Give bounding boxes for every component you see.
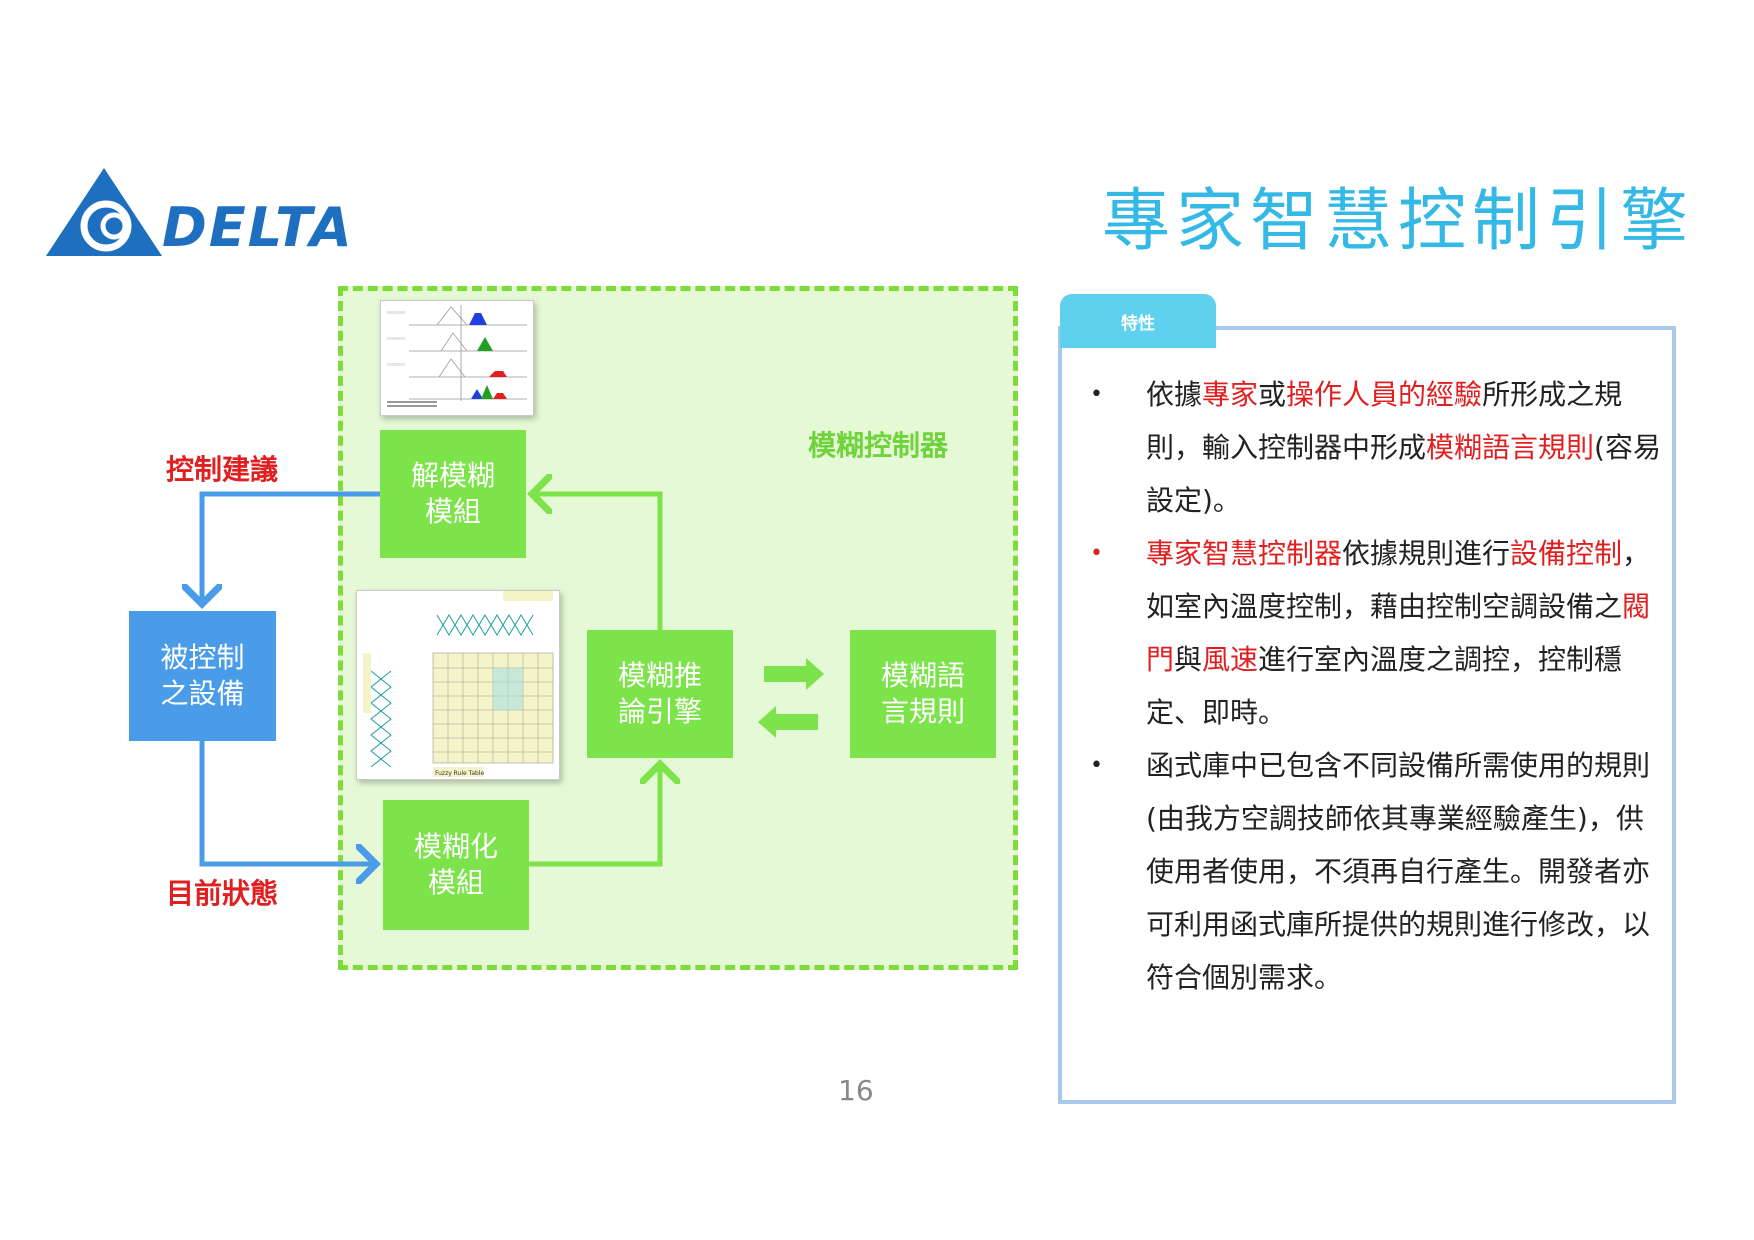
plant-line2: 之設備 (160, 677, 245, 710)
current-state-label: 目前狀態 (166, 877, 279, 910)
rule-table-caption: Fuzzy Rule Table (435, 770, 484, 777)
highlight-text: 專家智慧控制器 (1146, 537, 1343, 570)
delta-logo (44, 166, 344, 256)
body-text: 與 (1174, 643, 1203, 676)
highlight-text: 風速 (1202, 643, 1259, 676)
rules-line1: 模糊語 (880, 659, 965, 692)
highlight-text: 模糊語言規則 (1426, 431, 1595, 464)
logo-text: DELTA (162, 196, 354, 259)
characteristics-panel (1058, 326, 1676, 1104)
rules-line2: 言規則 (880, 695, 965, 728)
characteristic-item: • 函式庫中已包含不同設備所需使用的規則(由我方空調技師依其專業經驗產生)，供使用… (1082, 739, 1662, 1004)
control-advice-label: 控制建議 (166, 453, 279, 486)
defuzz-line1: 解模糊 (410, 459, 495, 492)
highlight-text: 設備控制 (1510, 537, 1623, 570)
highlight-text: 閥門 (1146, 590, 1651, 676)
body-text: 所形成之規則，輸入控制器中形成 (1146, 378, 1623, 464)
fuzz-line1: 模糊化 (413, 830, 498, 863)
characteristic-item: • 依據專家或操作人員的經驗所形成之規則，輸入控制器中形成模糊語言規則(容易設定)… (1082, 368, 1662, 527)
fuzzy-rule-table-thumbnail: Fuzzy Rule Table (356, 590, 560, 780)
fuzzification-module: 模糊化模組 (383, 800, 529, 930)
body-text: 函式庫中已包含不同設備所需使用的規則(由我方空調技師依其專業經驗產生)，供使用者… (1146, 749, 1651, 994)
membership-function-thumbnail (380, 300, 534, 416)
page-number: 16 (838, 1074, 874, 1107)
body-text: 依據 (1146, 378, 1203, 411)
inference-line2: 論引擎 (617, 695, 702, 728)
bullet-dot: • (1090, 753, 1103, 778)
body-text: 或 (1258, 378, 1287, 411)
characteristics-tab: 特性 (1060, 294, 1216, 348)
controlled-device: 被控制之設備 (129, 611, 276, 741)
inference-line1: 模糊推 (617, 659, 702, 692)
delta-triangle-icon (46, 168, 162, 256)
slide-title: 專家智慧控制引擎 (1101, 182, 1694, 261)
characteristics-list: • 依據專家或操作人員的經驗所形成之規則，輸入控制器中形成模糊語言規則(容易設定)… (1082, 368, 1662, 1004)
body-text: (容易設定)。 (1146, 431, 1661, 517)
bullet-dot: • (1090, 541, 1103, 566)
highlight-text: 專家 (1202, 378, 1259, 411)
defuzz-line2: 模組 (424, 495, 481, 528)
defuzzification-module: 解模糊模組 (380, 430, 526, 558)
body-text: 依據規則進行 (1342, 537, 1511, 570)
body-text: ，如室內溫度控制，藉由控制空調設備之 (1146, 537, 1651, 623)
fuzzy-inference-engine: 模糊推論引擎 (587, 630, 733, 758)
fuzzy-controller-label: 模糊控制器 (808, 429, 949, 462)
characteristic-item: • 專家智慧控制器依據規則進行設備控制，如室內溫度控制，藉由控制空調設備之閥門與風… (1082, 527, 1662, 739)
fuzzy-language-rules: 模糊語言規則 (850, 630, 996, 758)
fuzz-line2: 模組 (427, 866, 484, 899)
highlight-text: 操作人員的經驗 (1286, 378, 1483, 411)
plant-line1: 被控制 (160, 641, 245, 674)
bullet-dot: • (1090, 382, 1103, 407)
body-text: 進行室內溫度之調控，控制穩定、即時。 (1146, 643, 1623, 729)
